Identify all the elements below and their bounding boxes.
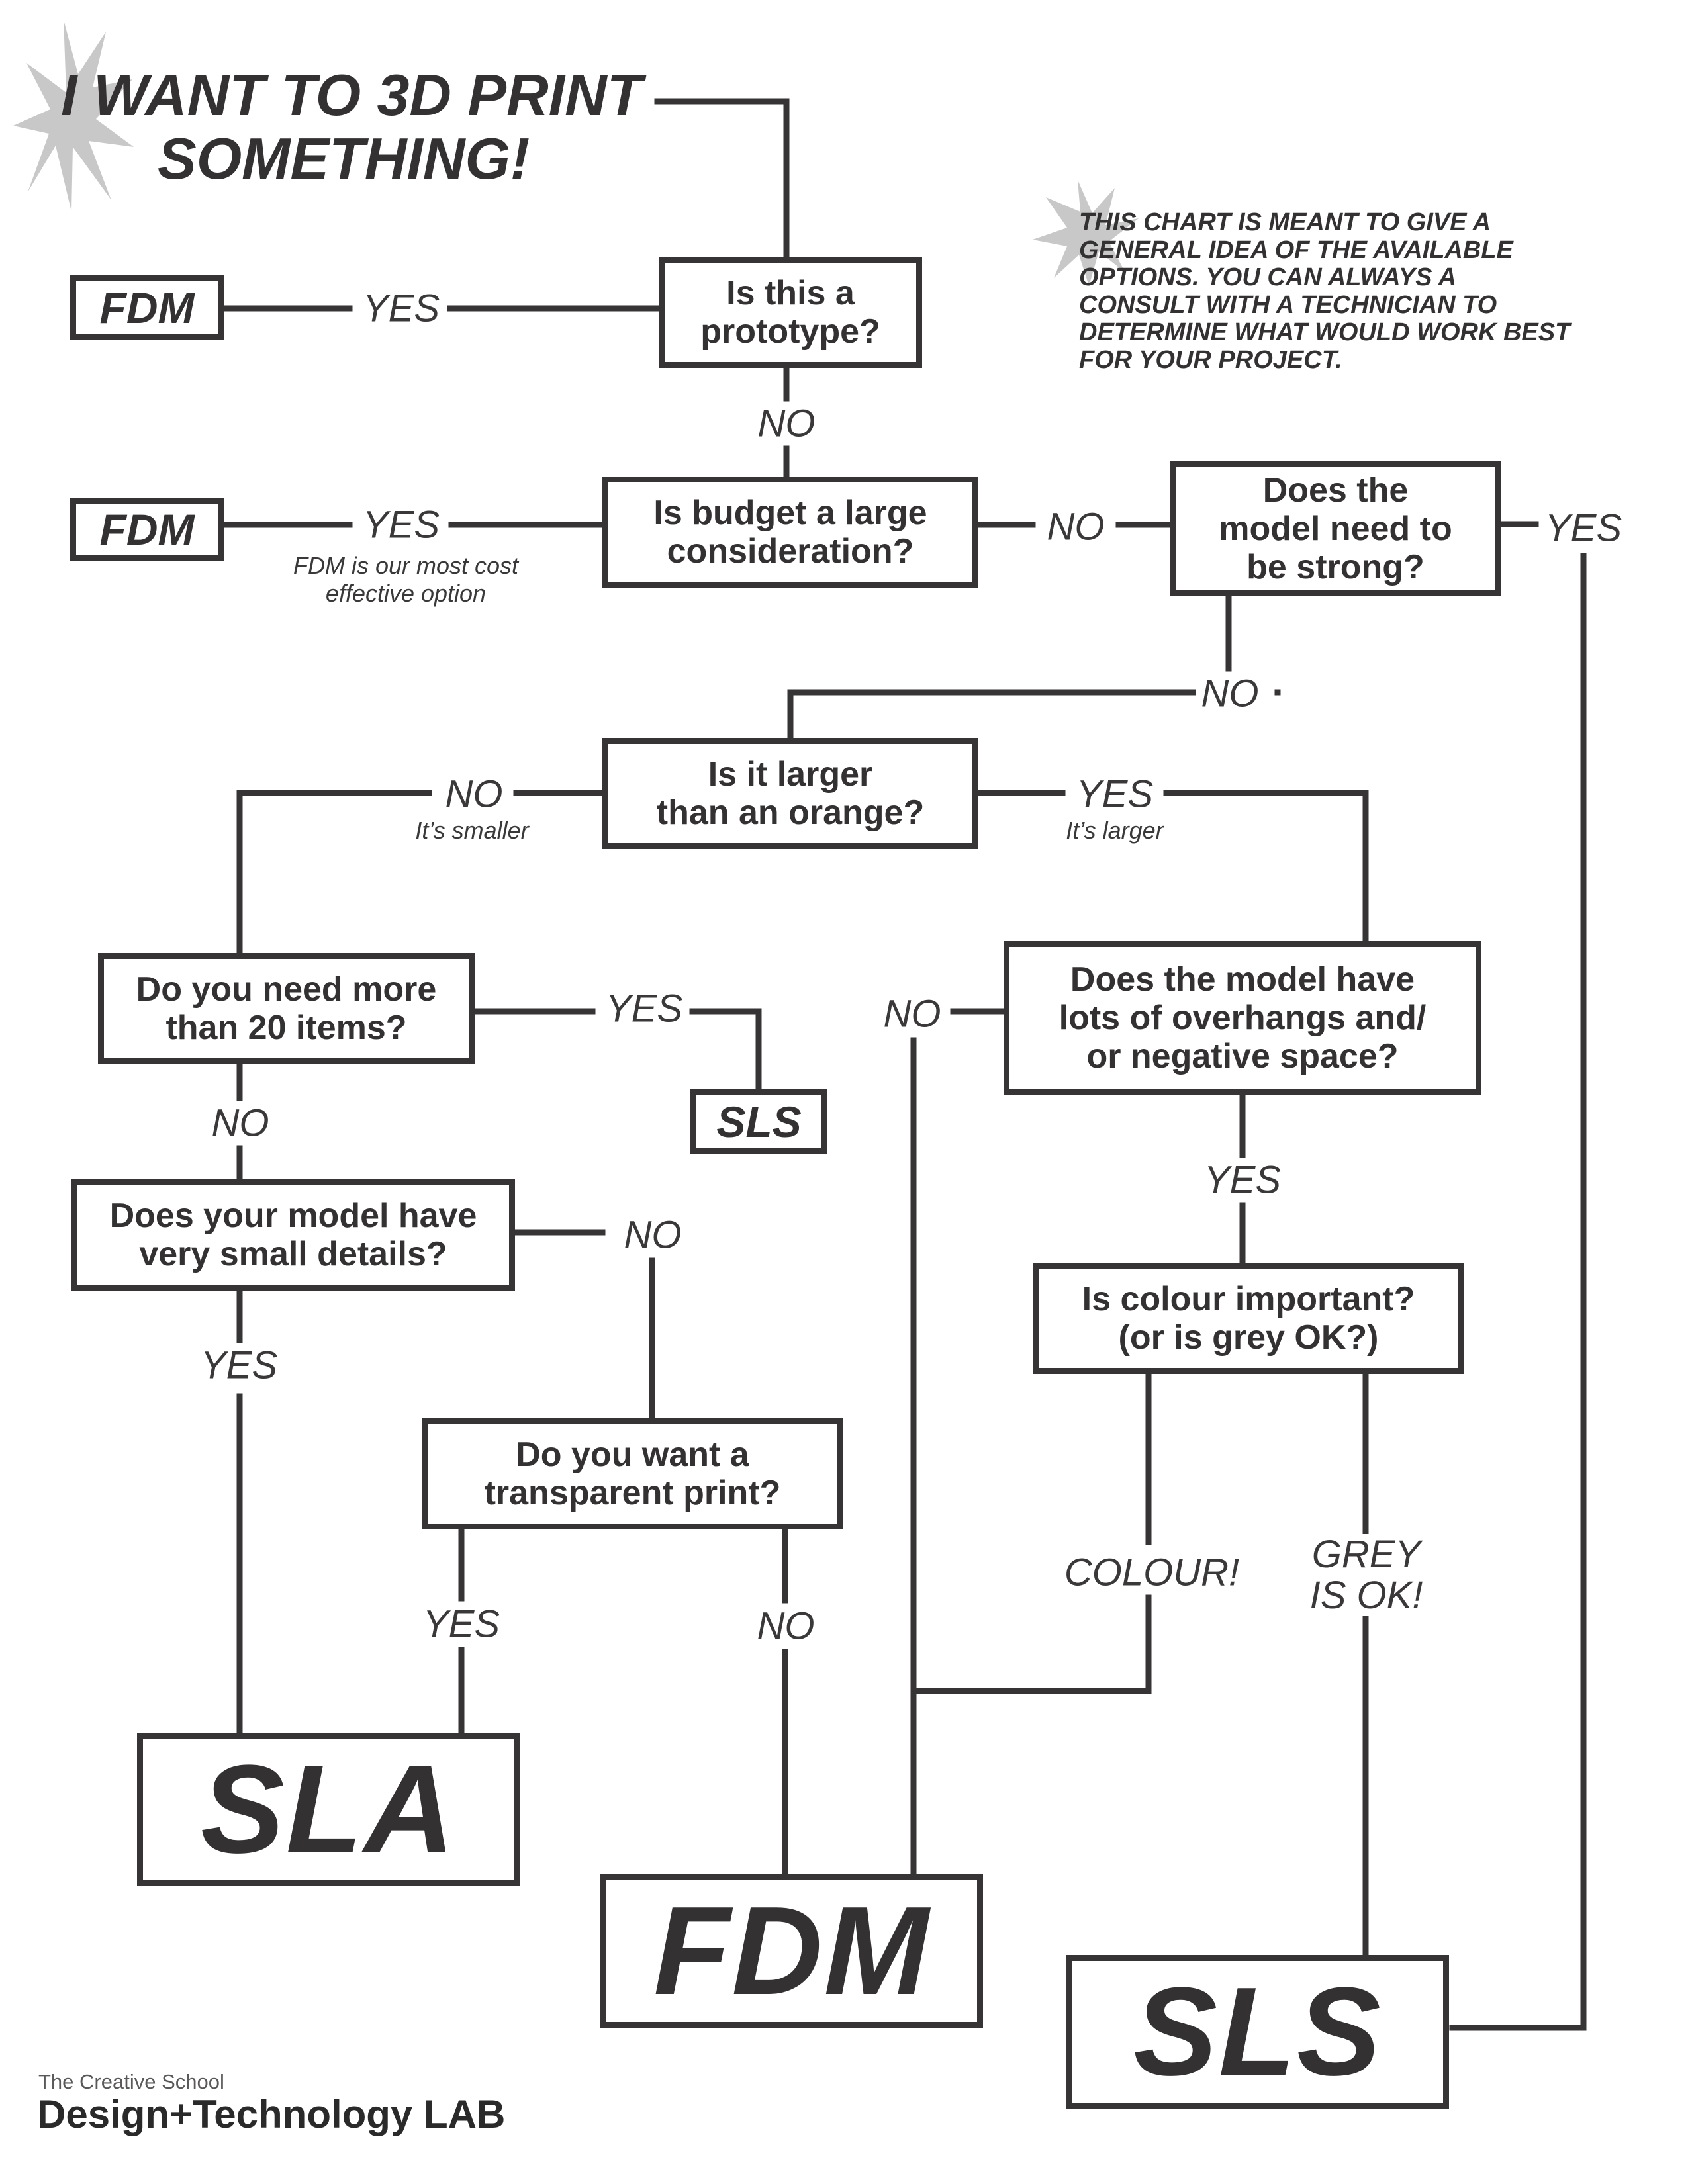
edge-note-orange-yes: It’s larger bbox=[1066, 817, 1164, 844]
connector-strong-no-c bbox=[787, 689, 1186, 741]
question-text: Do you want a bbox=[516, 1435, 749, 1474]
question-text: than 20 items? bbox=[165, 1009, 407, 1047]
question-text: Is this a bbox=[726, 274, 855, 312]
connector-colour-b bbox=[910, 1592, 1152, 1694]
edge-note-orange-no: It’s smaller bbox=[415, 817, 529, 844]
result-fdm-budget[interactable]: FDM bbox=[70, 498, 224, 561]
edge-label-line: IS OK! bbox=[1309, 1574, 1423, 1617]
edge-label-prototype-no: NO bbox=[752, 401, 821, 446]
edge-label-strong-yes: YES bbox=[1539, 506, 1628, 551]
disclaimer-note: THIS CHART IS MEANT TO GIVE A GENERAL ID… bbox=[1079, 208, 1571, 374]
edge-label-budget-yes: YES bbox=[357, 502, 445, 547]
connector-strong-yes-b bbox=[1449, 553, 1587, 2031]
footer-lab-logo: Design+Technology LAB bbox=[37, 2092, 506, 2136]
question-text: prototype? bbox=[700, 312, 880, 351]
edge-label-strong-no: NO bbox=[1196, 671, 1264, 716]
edge-note-line: effective option bbox=[325, 580, 487, 607]
question-text: or negative space? bbox=[1086, 1037, 1399, 1075]
edge-label-overhangs-yes: YES bbox=[1198, 1158, 1287, 1203]
title-starburst-icon bbox=[13, 20, 134, 212]
question-text: than an orange? bbox=[656, 794, 925, 832]
connector-items-yes-b bbox=[689, 1008, 762, 1092]
edge-label-details-no: NO bbox=[618, 1212, 687, 1257]
connector-orange-yes-b bbox=[1163, 790, 1369, 944]
question-text: consideration? bbox=[667, 532, 914, 570]
question-text: be strong? bbox=[1246, 548, 1425, 586]
question-text: lots of overhangs and/ bbox=[1058, 999, 1427, 1037]
question-text: Do you need more bbox=[136, 970, 437, 1009]
edge-label-orange-yes: YES bbox=[1070, 772, 1159, 817]
edge-label-items-yes: YES bbox=[600, 986, 688, 1031]
edge-label-grey: GREY IS OK! bbox=[1304, 1533, 1429, 1617]
question-text: (or is grey OK?) bbox=[1118, 1318, 1379, 1357]
edge-label-line: GREY bbox=[1311, 1533, 1421, 1576]
footer-school: The Creative School bbox=[38, 2070, 224, 2093]
edge-note-line: FDM is our most cost bbox=[293, 552, 519, 579]
edge-label-details-yes: YES bbox=[195, 1343, 283, 1388]
result-sla-final[interactable]: SLA bbox=[137, 1733, 520, 1886]
question-text: Is colour important? bbox=[1082, 1280, 1415, 1318]
result-fdm-prototype[interactable]: FDM bbox=[70, 275, 224, 340]
question-text: Is budget a large bbox=[653, 494, 927, 532]
question-text: Does the bbox=[1262, 471, 1409, 510]
connector-orange-no-b bbox=[236, 790, 432, 956]
page-title-line1: I WANT TO 3D PRINT bbox=[61, 62, 643, 128]
edge-label-budget-no: NO bbox=[1041, 504, 1110, 549]
question-text: Does your model have bbox=[109, 1197, 477, 1235]
edge-label-prototype-yes: YES bbox=[357, 286, 445, 331]
question-text: very small details? bbox=[139, 1235, 447, 1273]
edge-label-overhangs-no: NO bbox=[878, 991, 947, 1036]
page-title-line2: SOMETHING! bbox=[158, 126, 530, 191]
edge-label-transparent-no: NO bbox=[751, 1604, 820, 1649]
edge-label-items-no: NO bbox=[206, 1101, 275, 1146]
question-text: transparent print? bbox=[484, 1474, 781, 1512]
question-colour[interactable]: Is colour important?(or is grey OK?) bbox=[1033, 1263, 1464, 1374]
result-sls-final[interactable]: SLS bbox=[1066, 1955, 1449, 2109]
question-text: model need to bbox=[1219, 510, 1452, 548]
connector-title-prototype bbox=[654, 98, 790, 260]
question-text: Does the model have bbox=[1070, 960, 1415, 999]
question-text: Is it larger bbox=[708, 755, 873, 794]
edge-label-colour: COLOUR! bbox=[1058, 1550, 1245, 1595]
edge-label-orange-no: NO bbox=[440, 772, 508, 817]
result-fdm-final[interactable]: FDM bbox=[600, 1874, 983, 2028]
note-starburst-icon bbox=[1033, 180, 1139, 286]
edge-note-budget-yes: FDM is our most cost effective option bbox=[293, 552, 518, 608]
edge-label-transparent-yes: YES bbox=[417, 1602, 506, 1647]
result-sls-items[interactable]: SLS bbox=[690, 1089, 827, 1154]
